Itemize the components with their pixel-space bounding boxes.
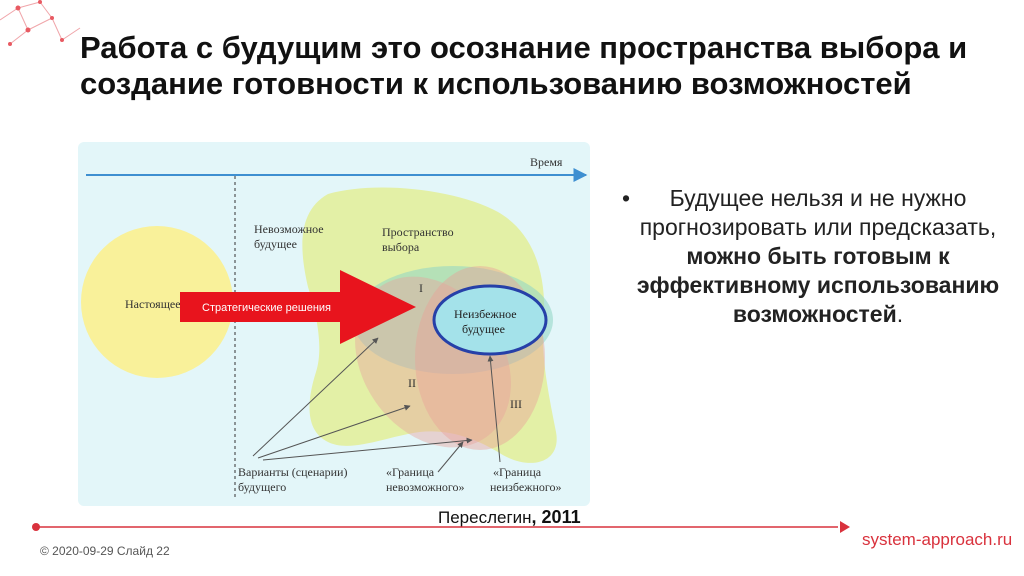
source-credit: Переслегин, 2011: [438, 507, 581, 528]
footer-date-slide: © 2020-09-29 Слайд 22: [40, 544, 170, 558]
impossible-future-label-1: Невозможное: [254, 222, 324, 236]
inevitable-border-arrow: [487, 355, 501, 463]
network-decoration: [0, 0, 81, 46]
slide-title: Работа с будущим это осознание пространс…: [80, 30, 968, 101]
brand-link[interactable]: system-approach.ru: [862, 530, 1013, 549]
diagram-canvas: Время Настоящее Неизбежное будущее I II …: [78, 142, 590, 506]
impossible-border-label-1: «Граница: [386, 465, 435, 479]
bullet-end: .: [896, 301, 904, 327]
credit-author: Переслегин: [438, 508, 532, 527]
region-label-i: I: [419, 281, 423, 295]
impossible-future-label-2: будущее: [254, 237, 297, 251]
present-label: Настоящее: [125, 297, 181, 311]
bullet-dot: •: [622, 185, 631, 211]
inevitable-future-ellipse: [432, 284, 548, 356]
impossible-border-arrow: [437, 441, 464, 473]
region-label-ii: II: [408, 376, 416, 390]
time-label: Время: [530, 155, 563, 169]
strategic-decisions-arrow: [180, 270, 416, 344]
impossible-border-label-2: невозможного»: [386, 480, 465, 494]
scenario-arrow-1: [252, 337, 379, 457]
scenarios-label-1: Варианты (сценарии): [238, 465, 347, 479]
strategic-decisions-label: Стратегические решения: [202, 302, 331, 314]
scenarios-label-2: будущего: [238, 480, 286, 494]
choice-space-label-1: Пространство: [382, 225, 454, 239]
region-label-iii: III: [510, 397, 522, 411]
scenario-arrow-2: [257, 404, 411, 459]
inevitable-label-2: будущее: [462, 322, 505, 336]
bullet-plain: Будущее нельзя и не нужно прогнозировать…: [639, 185, 997, 240]
present-circle: [81, 226, 233, 378]
bullet-text: • Будущее нельзя и не нужно прогнозирова…: [622, 184, 1008, 329]
future-diagram: Время Настоящее Неизбежное будущее I II …: [78, 142, 590, 506]
scenario-arrow-3: [262, 437, 473, 461]
credit-year: , 2011: [531, 507, 581, 527]
inevitable-label-1: Неизбежное: [454, 307, 517, 321]
inevitable-border-label-1: «Граница: [493, 465, 542, 479]
choice-space-label-2: выбора: [382, 240, 420, 254]
inevitable-border-label-2: неизбежного»: [490, 480, 562, 494]
bullet-bold: можно быть готовым к эффективному исполь…: [636, 243, 1000, 327]
